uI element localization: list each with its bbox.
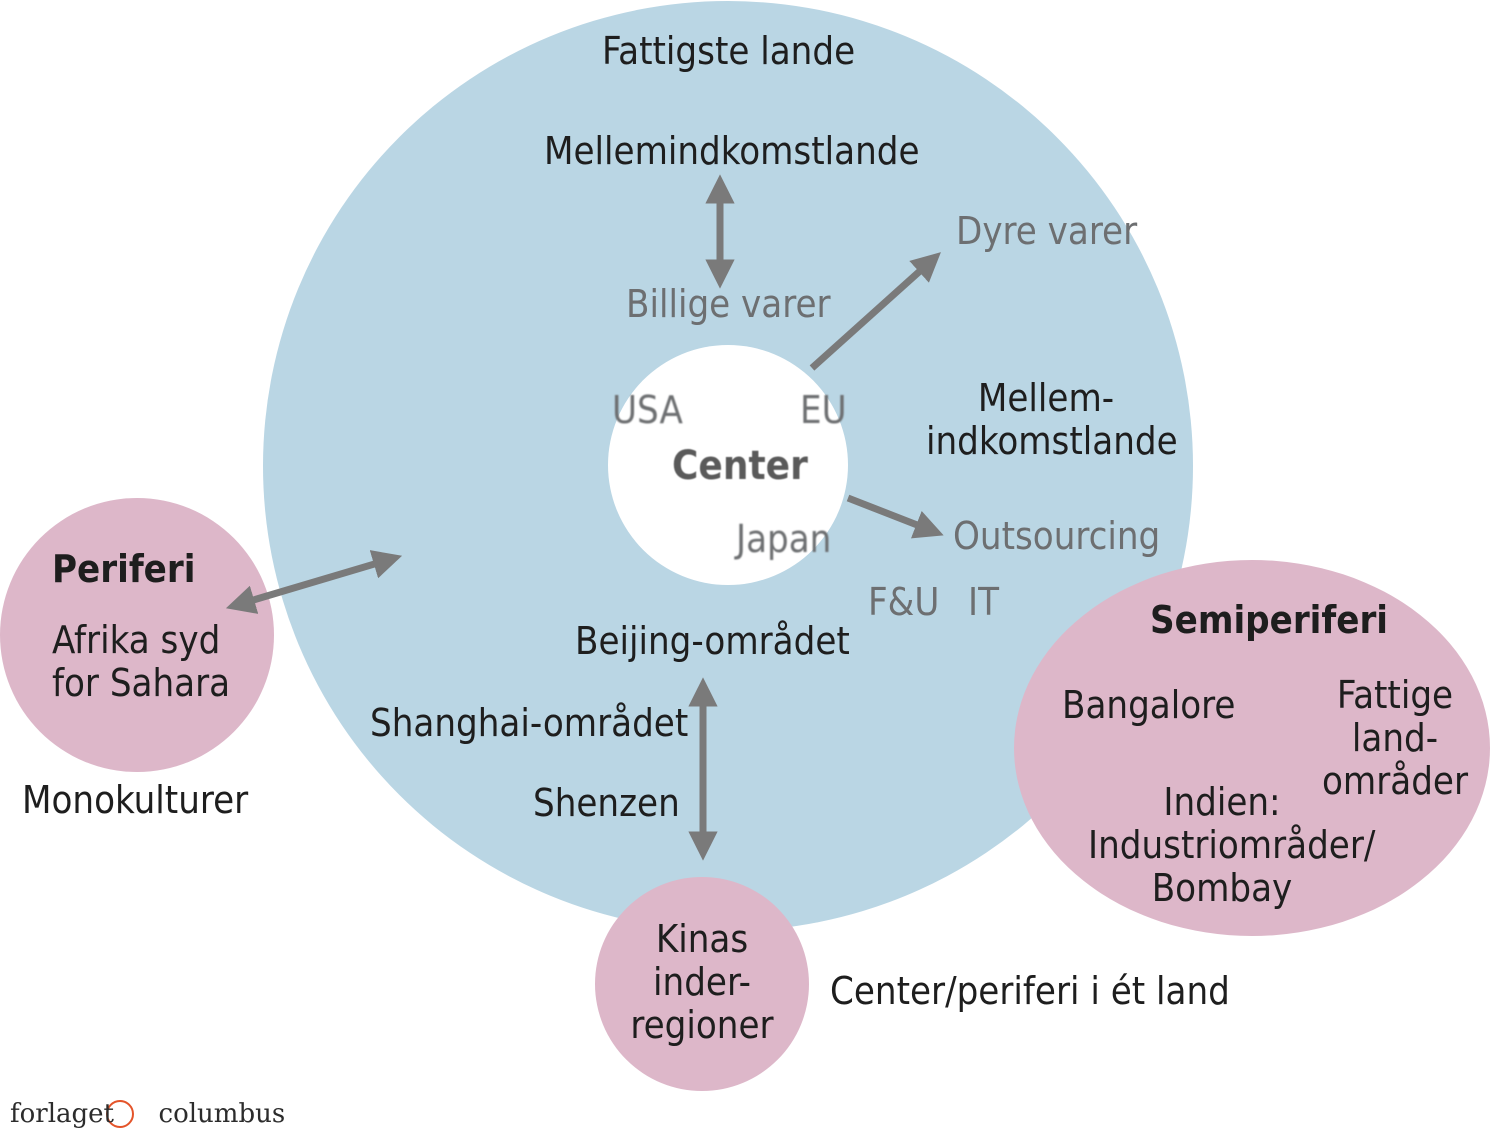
china-inner-body: Kinas inder- regioner	[630, 917, 774, 1047]
semiperiphery-title: Semiperiferi	[1150, 598, 1389, 642]
label-bangalore: Bangalore	[1062, 683, 1236, 727]
label-dyre-varer: Dyre varer	[956, 209, 1138, 253]
china-inner-note: Center/periferi i ét land	[830, 969, 1230, 1013]
label-shenzen: Shenzen	[533, 781, 680, 825]
label-center: Center	[672, 443, 808, 489]
label-indien: Indien: Industriområder/ Bombay	[1088, 780, 1376, 910]
publisher-credit: forlaget © columbus	[10, 1096, 285, 1129]
label-outsourcing: Outsourcing	[953, 514, 1161, 558]
china-inner-circle	[595, 877, 809, 1091]
credit-left: forlaget	[10, 1099, 114, 1129]
copyright-ring	[106, 1100, 134, 1128]
semiperiphery-ellipse	[1014, 560, 1490, 936]
label-mellemindkomstlande-right: Mellem- indkomstlande	[926, 376, 1178, 463]
periphery-body: Afrika syd for Sahara	[52, 618, 231, 705]
label-eu: EU	[800, 388, 847, 432]
label-billige-varer: Billige varer	[626, 282, 831, 326]
arrow-periphery-link	[225, 550, 403, 614]
periphery-note: Monokulturer	[22, 778, 249, 822]
periphery-title: Periferi	[52, 547, 196, 591]
arrow-dyre-varer	[809, 252, 941, 371]
credit-right: columbus	[158, 1099, 286, 1129]
periphery-circle	[0, 498, 274, 772]
label-it: IT	[968, 580, 999, 624]
label-japan: Japan	[736, 517, 832, 561]
label-shanghai: Shanghai-området	[370, 701, 689, 745]
label-fattige-landomrader: Fattige land- områder	[1321, 673, 1468, 803]
label-fu: F&U	[868, 580, 940, 624]
label-beijing: Beijing-området	[575, 619, 850, 663]
label-usa: USA	[612, 388, 683, 432]
label-fattigste-lande: Fattigste lande	[602, 29, 856, 73]
arrow-outsourcing	[846, 494, 944, 539]
label-mellemindkomstlande-top: Mellemindkomstlande	[544, 129, 920, 173]
center-circle	[608, 345, 848, 585]
